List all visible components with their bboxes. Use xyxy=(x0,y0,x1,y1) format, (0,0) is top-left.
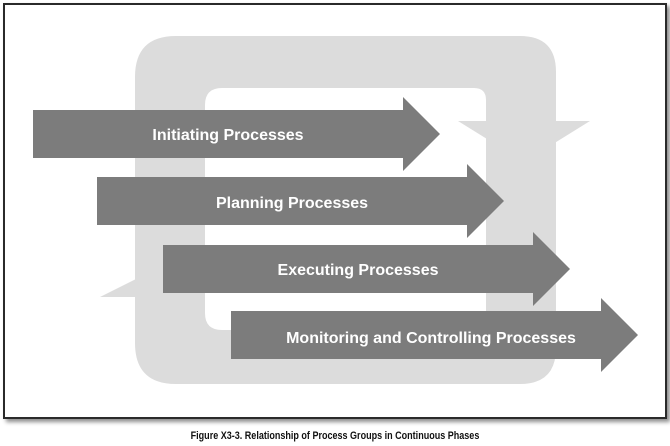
initiating-processes-label: Initiating Processes xyxy=(152,127,303,144)
initiating-arrow-shape xyxy=(33,97,440,171)
process-groups-diagram: Initiating Processes Planning Processes … xyxy=(33,36,638,384)
cycle-arrowhead-up xyxy=(100,262,170,297)
process-arrow-monitoring: Monitoring and Controlling Processes xyxy=(231,298,638,372)
process-arrow-initiating: Initiating Processes xyxy=(33,97,440,171)
planning-processes-label: Planning Processes xyxy=(216,195,368,212)
process-arrow-planning: Planning Processes xyxy=(97,164,504,238)
process-arrows: Initiating Processes Planning Processes … xyxy=(33,97,638,372)
executing-arrow-shape xyxy=(163,232,570,306)
planning-arrow-shape xyxy=(97,164,504,238)
process-arrow-executing: Executing Processes xyxy=(163,232,570,306)
figure-caption: Figure X3-3. Relationship of Process Gro… xyxy=(190,430,480,442)
executing-processes-label: Executing Processes xyxy=(278,262,439,279)
monitoring-arrow-shape xyxy=(231,298,638,372)
cycle-arrowhead-down xyxy=(458,121,590,162)
monitoring-controlling-processes-label: Monitoring and Controlling Processes xyxy=(286,330,576,347)
